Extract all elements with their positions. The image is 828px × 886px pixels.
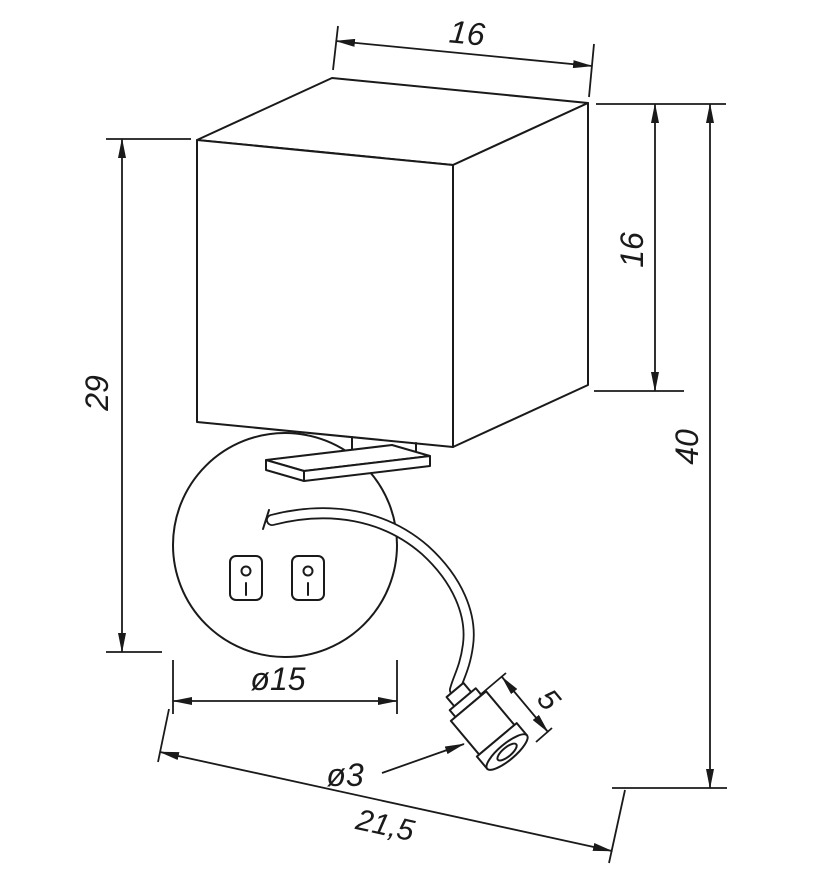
dimension-overall-height: 40 xyxy=(612,103,727,789)
dimension-head-diameter: ø3 xyxy=(326,743,465,793)
lamp-object xyxy=(172,77,589,771)
dim-line xyxy=(501,676,549,733)
switch-right-rocker-dot xyxy=(302,565,314,577)
dim-line xyxy=(335,38,593,69)
ext-line xyxy=(479,672,507,696)
mounting-bracket xyxy=(265,436,431,482)
switch-left-body xyxy=(229,555,263,601)
ext-line xyxy=(588,43,595,98)
dimension-top-width: 16 xyxy=(332,13,595,98)
switch-left xyxy=(229,555,263,601)
bracket-left-face xyxy=(265,459,305,482)
dimension-shade-height: 16 xyxy=(594,103,726,392)
gooseneck-arm xyxy=(262,507,475,696)
dim-label-overall-height: 40 xyxy=(669,429,705,465)
dimension-body-height: 29 xyxy=(79,138,191,653)
ext-line xyxy=(608,789,626,864)
dim-label-shade-height: 16 xyxy=(614,232,650,268)
gooseneck-fill xyxy=(267,509,473,695)
switch-right-body xyxy=(291,555,325,601)
ext-line xyxy=(535,727,553,743)
dim-label-head-diameter: ø3 xyxy=(326,757,364,793)
leader-line xyxy=(381,743,465,774)
cube-front-face xyxy=(196,139,454,448)
cube-shade xyxy=(196,77,589,448)
dim-line xyxy=(159,751,613,852)
wall-plate xyxy=(172,432,398,658)
switch-left-rocker-dot xyxy=(240,565,252,577)
cube-right-face xyxy=(452,102,589,448)
dim-label-top-width: 16 xyxy=(448,13,487,52)
ext-line xyxy=(332,25,339,71)
dim-label-head-length: 5 xyxy=(530,683,566,717)
dim-label-overall-depth: 21,5 xyxy=(352,803,417,848)
dim-label-body-height: 29 xyxy=(79,375,115,412)
dimension-overall-depth: 21,5 xyxy=(157,708,626,864)
dim-label-plate-diameter: ø15 xyxy=(250,661,305,697)
switch-right xyxy=(291,555,325,601)
dimension-plate-diameter: ø15 xyxy=(172,660,398,714)
gooseneck-base-ring xyxy=(262,509,270,530)
